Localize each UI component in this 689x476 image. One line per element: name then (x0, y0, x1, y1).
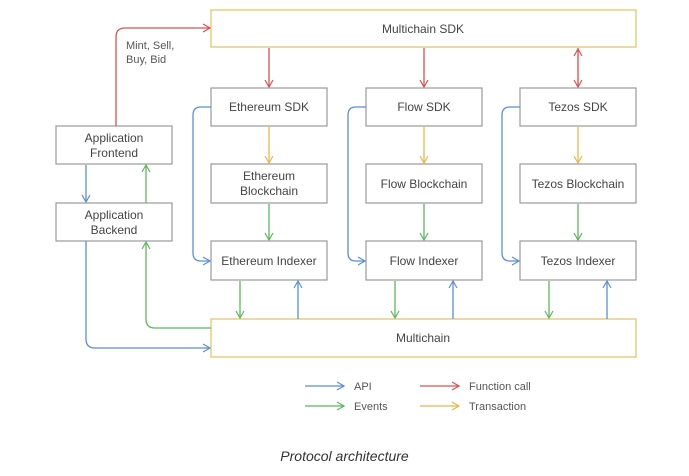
flow-blockchain-label: Flow Blockchain (381, 177, 468, 191)
application-backend-label-line1: Application (85, 208, 144, 222)
architecture-diagram: Multichain SDK Application Frontend Appl… (55, 9, 637, 413)
tezos-blockchain-node: Tezos Blockchain (519, 163, 637, 204)
legend-events-label: Events (354, 401, 388, 413)
flow-blockchain-node: Flow Blockchain (365, 163, 483, 204)
multichain-to-backend-events-arrow (141, 240, 211, 329)
legend: API Events Function call Transaction (305, 381, 531, 413)
function-call-note-line2: Buy, Bid (126, 54, 166, 66)
flow-indexer-node: Flow Indexer (365, 240, 483, 281)
application-backend-label-line2: Backend (91, 223, 138, 237)
ethereum-blockchain-node: Ethereum Blockchain (210, 163, 328, 204)
multichain-sdk-node: Multichain SDK (210, 9, 637, 48)
tezos-sdk-label: Tezos SDK (548, 100, 607, 114)
ethereum-indexer-node: Ethereum Indexer (210, 240, 328, 281)
legend-transaction-label: Transaction (469, 401, 526, 413)
flow-sdk-to-indexer-api-arrow (347, 106, 367, 266)
tezos-indexer-node: Tezos Indexer (519, 240, 637, 281)
ethereum-sdk-node: Ethereum SDK (210, 87, 328, 127)
multichain-sdk-label: Multichain SDK (382, 22, 464, 36)
tezos-sdk-node: Tezos SDK (519, 87, 637, 127)
legend-api-label: API (354, 381, 372, 393)
application-frontend-label-line1: Application (85, 131, 144, 145)
multichain-node: Multichain (210, 318, 637, 358)
flow-indexer-label: Flow Indexer (390, 254, 459, 268)
ethereum-indexer-label: Ethereum Indexer (221, 254, 316, 268)
function-call-note-line1: Mint, Sell, (126, 40, 174, 52)
ethereum-sdk-to-indexer-api-arrow (192, 106, 212, 266)
backend-to-multichain-api-arrow (85, 241, 212, 353)
legend-function-call-label: Function call (469, 381, 531, 393)
flow-sdk-node: Flow SDK (365, 87, 483, 127)
flow-sdk-label: Flow SDK (397, 100, 450, 114)
tezos-indexer-label: Tezos Indexer (541, 254, 616, 268)
frontend-to-multichain-sdk-arrow (115, 23, 212, 126)
tezos-sdk-to-indexer-api-arrow (501, 106, 521, 266)
multichain-label: Multichain (396, 331, 450, 345)
application-backend-node: Application Backend (55, 202, 173, 242)
ethereum-blockchain-label-line1: Ethereum (243, 169, 295, 183)
ethereum-sdk-label: Ethereum SDK (229, 100, 309, 114)
ethereum-blockchain-label-line2: Blockchain (240, 184, 298, 198)
figure-caption: Protocol architecture (280, 448, 409, 464)
application-frontend-node: Application Frontend (55, 125, 173, 165)
tezos-blockchain-label: Tezos Blockchain (532, 177, 625, 191)
application-frontend-label-line2: Frontend (90, 146, 138, 160)
